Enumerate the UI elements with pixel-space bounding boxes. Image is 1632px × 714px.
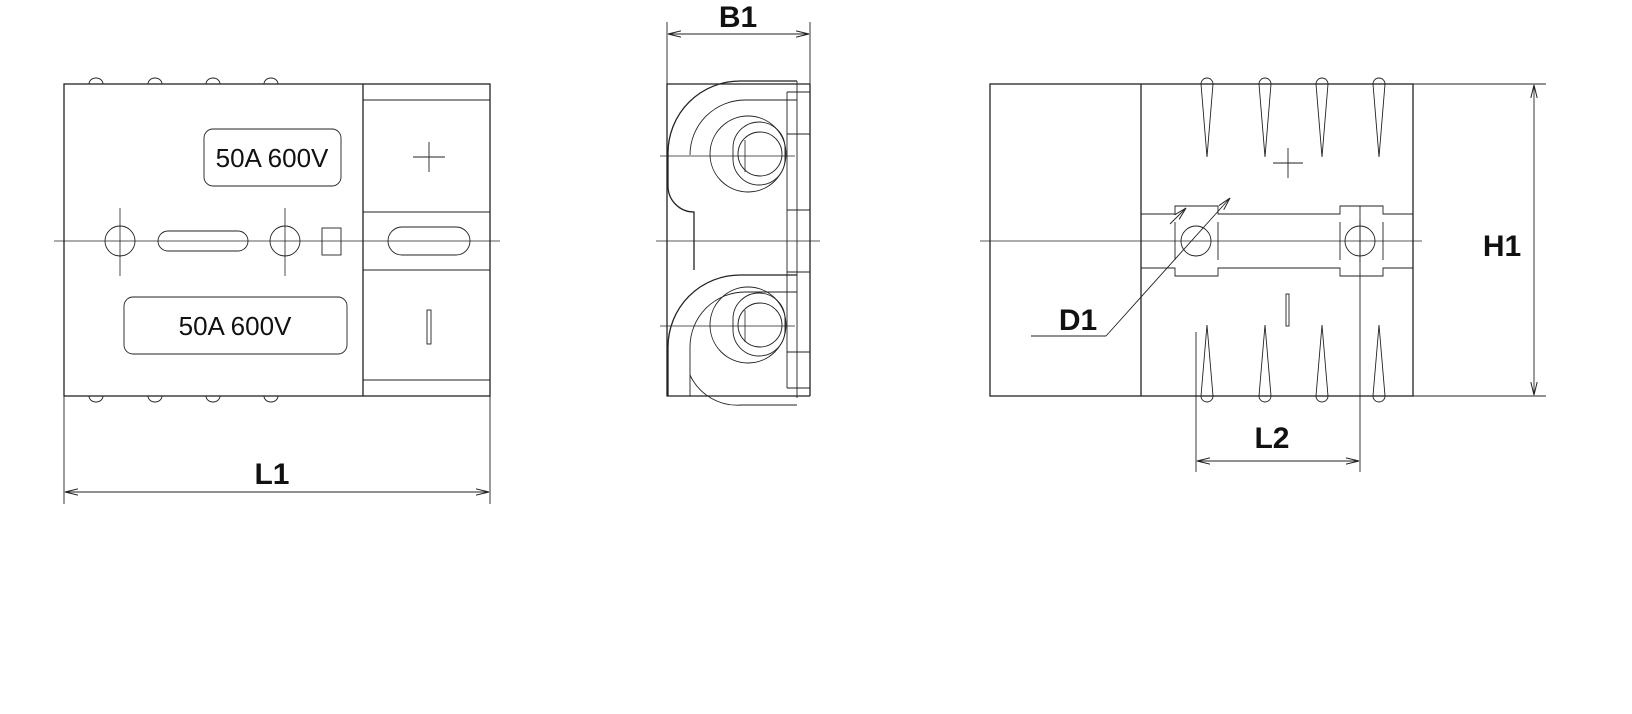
side-housing-outline	[666, 83, 810, 397]
front-slot-right	[387, 226, 471, 256]
rear-spike-top-4	[1372, 77, 1386, 158]
dim-l2-label: L2	[1254, 422, 1289, 455]
front-housing-outline	[63, 83, 491, 397]
dim-l1-label: L1	[254, 458, 289, 491]
side-contact-bottom	[660, 274, 797, 406]
front-top-bump-4	[263, 77, 279, 85]
side-contact-top	[660, 80, 798, 398]
rear-housing-outline	[989, 83, 1414, 397]
rear-spike-bottom-3	[1315, 324, 1329, 403]
rating-label-box-bottom	[123, 296, 348, 355]
rear-view: L2 H1 D1	[980, 77, 1546, 472]
rear-minus-mark	[1285, 293, 1290, 327]
front-bottom-bump-1	[88, 395, 104, 403]
front-bottom-bump-4	[263, 395, 279, 403]
front-slot-left	[157, 230, 249, 252]
dim-b1-label: B1	[719, 1, 757, 34]
front-top-bump-3	[205, 77, 221, 85]
front-minus-mark	[426, 309, 432, 345]
rear-spike-top-1	[1200, 77, 1214, 158]
front-bottom-bump-2	[147, 395, 163, 403]
rating-label-top: 50A 600V	[216, 143, 329, 173]
side-view: B1	[656, 1, 820, 406]
dim-d1-label: D1	[1059, 304, 1097, 337]
rear-spike-bottom-4	[1372, 324, 1386, 403]
rear-spike-bottom-2	[1258, 324, 1272, 403]
rating-label-box-top	[203, 128, 342, 187]
dim-d1-diagonal	[1105, 198, 1230, 337]
rear-spike-bottom-1	[1200, 324, 1214, 403]
front-bottom-bump-3	[205, 395, 221, 403]
rear-spike-top-3	[1315, 77, 1329, 158]
front-top-bump-2	[147, 77, 163, 85]
rear-plus-mark	[1273, 148, 1303, 178]
rating-label-bottom: 50A 600V	[179, 311, 292, 341]
front-view: 50A 600V 50A 600V L1	[54, 77, 500, 504]
front-latch-square	[321, 227, 342, 256]
front-top-bump-1	[88, 77, 104, 85]
rear-spike-top-2	[1258, 77, 1272, 158]
dim-h1-label: H1	[1483, 230, 1521, 263]
front-plus-mark	[413, 142, 445, 172]
